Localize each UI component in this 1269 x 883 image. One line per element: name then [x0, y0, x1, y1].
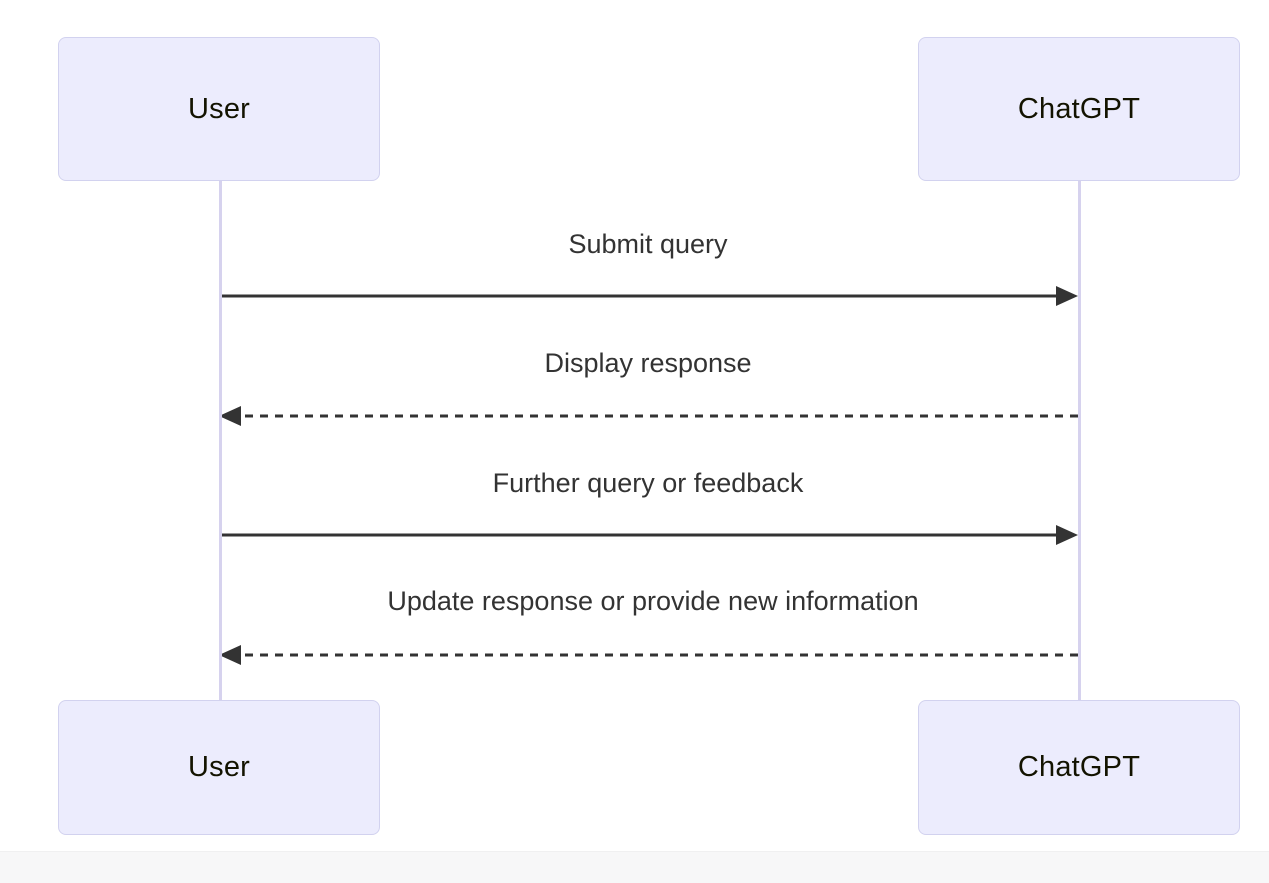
message-label-2: Display response	[544, 348, 752, 378]
participant-label-chatgpt-bottom: ChatGPT	[1017, 751, 1141, 783]
message-label-4: Update response or provide new informati…	[387, 586, 919, 616]
message-arrow-2	[219, 406, 1078, 426]
participant-box-chatgpt-top[interactable]: ChatGPT	[918, 37, 1240, 181]
participant-box-chatgpt-bottom[interactable]: ChatGPT	[918, 700, 1240, 835]
participant-box-user-top[interactable]: User	[58, 37, 380, 181]
message-arrows	[219, 286, 1078, 665]
lifeline-user	[219, 181, 222, 700]
message-arrow-1	[219, 286, 1078, 306]
message-arrow-3	[219, 525, 1078, 545]
message-label-1: Submit query	[568, 229, 728, 259]
message-label-3: Further query or feedback	[492, 468, 804, 498]
participant-label-user-top: User	[187, 92, 251, 125]
participant-label-chatgpt-top: ChatGPT	[1017, 92, 1141, 125]
lifeline-chatgpt	[1078, 181, 1081, 700]
message-arrow-4	[219, 645, 1078, 665]
participant-label-user-bottom: User	[187, 751, 251, 783]
participant-box-user-bottom[interactable]: User	[58, 700, 380, 835]
diagram-canvas: User ChatGPT User ChatGPT	[58, 37, 1240, 835]
page-footer-strip	[0, 851, 1269, 883]
